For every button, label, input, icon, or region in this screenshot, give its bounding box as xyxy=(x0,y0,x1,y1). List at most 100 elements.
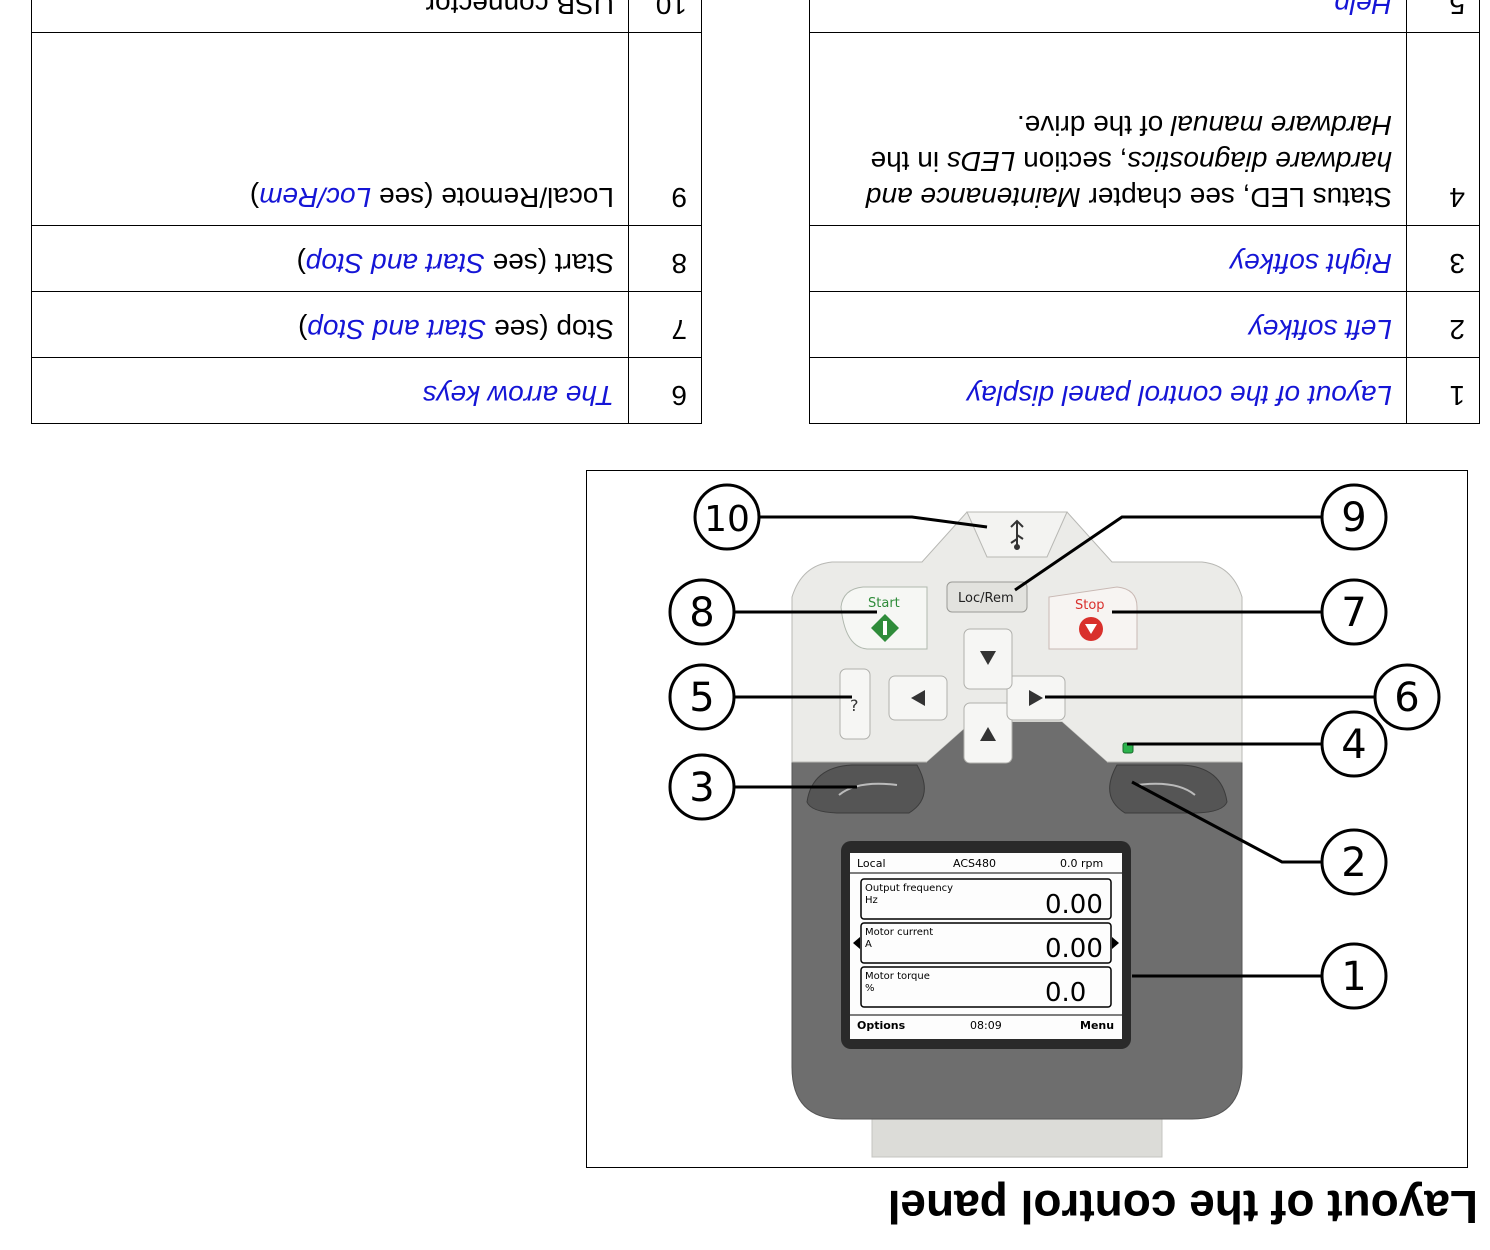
callout-9: 9 xyxy=(1320,483,1388,551)
start-key-label: Start xyxy=(868,596,900,611)
locrem-key-label: Loc/Rem xyxy=(958,591,1014,606)
legend-description: Stop (see Start and Stop) xyxy=(31,291,629,358)
legend-text: ) xyxy=(296,248,306,279)
legend-row-3: 3 Right softkey xyxy=(809,225,1480,292)
legend-text: ) xyxy=(249,182,260,213)
display-row-unit: % xyxy=(865,983,875,994)
figure-frame: Local ACS480 0.0 rpm Output frequency Hz… xyxy=(586,470,1468,1168)
arrow-keys-link[interactable]: The arrow keys xyxy=(422,380,614,411)
display-row-label: Output frequency xyxy=(865,883,953,894)
locrem-key[interactable] xyxy=(946,581,1028,613)
arrow-down-icon xyxy=(980,727,996,741)
callout-number: 3 xyxy=(689,765,714,811)
start-and-stop-link[interactable]: Start and Stop xyxy=(305,248,485,279)
stop-icon-mark xyxy=(1085,624,1097,634)
left-softkey[interactable] xyxy=(1109,764,1228,814)
display-row-current xyxy=(860,922,1112,964)
start-and-stop-link[interactable]: Start and Stop xyxy=(307,314,487,345)
legend-description: Left softkey xyxy=(809,291,1407,358)
callout-number: 4 xyxy=(1341,722,1366,768)
legend-row-2: 2 Left softkey xyxy=(809,291,1480,358)
legend-number: 6 xyxy=(628,357,702,424)
right-softkey-mark xyxy=(838,782,898,796)
display-row-label: Motor current xyxy=(865,927,933,938)
start-icon-mark xyxy=(883,621,887,635)
legend-description: Local/Remote (see Loc/Rem) xyxy=(31,32,629,226)
callout-number: 8 xyxy=(689,590,714,636)
legend-table-left: 1 Layout of the control panel display 2 … xyxy=(809,0,1480,424)
legend-text: Status LED, see chapter xyxy=(1080,182,1392,213)
display-content: Local ACS480 0.0 rpm Output frequency Hz… xyxy=(850,857,1122,1032)
arrow-right-icon xyxy=(1029,690,1043,706)
left-softkey-link[interactable]: Left softkey xyxy=(1248,314,1392,345)
display-selector-right-icon xyxy=(1112,937,1119,949)
display-row-unit: A xyxy=(865,939,872,950)
display-row-value: 0.00 xyxy=(1045,890,1103,920)
legend-text: , section xyxy=(1015,146,1128,178)
legend-text: ) xyxy=(298,314,308,345)
legend-description: Help xyxy=(809,0,1407,33)
legend-row-6: 6 The arrow keys xyxy=(31,357,702,424)
callout-number: 2 xyxy=(1341,840,1366,886)
layout-display-link[interactable]: Layout of the control panel display xyxy=(967,380,1392,411)
callout-10: 10 xyxy=(693,483,761,551)
help-key[interactable] xyxy=(839,668,871,740)
callout-7: 7 xyxy=(1320,578,1388,646)
callout-4: 4 xyxy=(1320,710,1388,778)
legend-text: Start (see xyxy=(484,248,614,279)
legend-description: USB connector xyxy=(31,0,629,33)
legend-row-1: 1 Layout of the control panel display xyxy=(809,357,1480,424)
callout-6: 6 xyxy=(1373,663,1441,731)
stop-key-label: Stop xyxy=(1075,598,1105,613)
help-link[interactable]: Help xyxy=(1334,0,1392,20)
callout-number: 10 xyxy=(704,499,750,540)
display-row-value: 0.00 xyxy=(1045,934,1103,964)
display-selector-left-icon xyxy=(853,937,860,949)
arrow-left-icon xyxy=(911,690,925,706)
manual-reference: Hardware manual xyxy=(1171,110,1392,142)
legend-number: 4 xyxy=(1406,32,1480,226)
legend-number: 1 xyxy=(1406,357,1480,424)
help-key-label: ? xyxy=(850,696,859,715)
loc-rem-link[interactable]: Loc/Rem xyxy=(259,182,372,213)
display-speed: 0.0 rpm xyxy=(1060,857,1103,870)
section-heading: Layout of the control panel xyxy=(887,1181,1478,1233)
arrow-up-icon xyxy=(980,651,996,665)
usb-icon xyxy=(1010,519,1024,550)
left-softkey-mark xyxy=(1136,782,1196,796)
legend-text: Local/Remote (see xyxy=(371,182,614,213)
callout-2: 2 xyxy=(1320,828,1388,896)
callout-leaders xyxy=(734,515,1407,978)
display-time: 08:09 xyxy=(970,1019,1002,1032)
callout-number: 6 xyxy=(1394,675,1419,721)
legend-text: in the xyxy=(870,146,947,178)
legend-text: Stop (see xyxy=(486,314,614,345)
display-drive-name: ACS480 xyxy=(953,857,996,870)
right-softkey[interactable] xyxy=(806,764,925,814)
display-row-torque xyxy=(860,966,1112,1008)
callout-8: 8 xyxy=(668,578,736,646)
legend-row-7: 7 Stop (see Start and Stop) xyxy=(31,291,702,358)
callout-number: 7 xyxy=(1341,590,1366,636)
legend-row-10: 10 USB connector xyxy=(31,0,702,33)
legend-number: 2 xyxy=(1406,291,1480,358)
legend-number: 10 xyxy=(628,0,702,33)
legend-description: Layout of the control panel display xyxy=(809,357,1407,424)
legend-table-right: 6 The arrow keys 7 Stop (see Start and S… xyxy=(31,0,702,424)
right-softkey-link[interactable]: Right softkey xyxy=(1230,248,1392,279)
legend-number: 8 xyxy=(628,225,702,292)
control-panel-figure: Local ACS480 0.0 rpm Output frequency Hz… xyxy=(668,483,1441,1158)
display-screen xyxy=(850,853,1122,1039)
legend-row-8: 8 Start (see Start and Stop) xyxy=(31,225,702,292)
legend-text: of the drive. xyxy=(1016,110,1171,142)
panel-stand xyxy=(871,1116,1163,1158)
section-reference: LEDs xyxy=(946,146,1016,178)
display-row-label: Motor torque xyxy=(865,971,930,982)
legend-description: Start (see Start and Stop) xyxy=(31,225,629,292)
display-row-unit: Hz xyxy=(865,895,878,906)
legend-row-5: 5 Help xyxy=(809,0,1480,33)
callout-number: 9 xyxy=(1341,495,1366,541)
legend-number: 9 xyxy=(628,32,702,226)
legend-row-9: 9 Local/Remote (see Loc/Rem) xyxy=(31,32,702,226)
